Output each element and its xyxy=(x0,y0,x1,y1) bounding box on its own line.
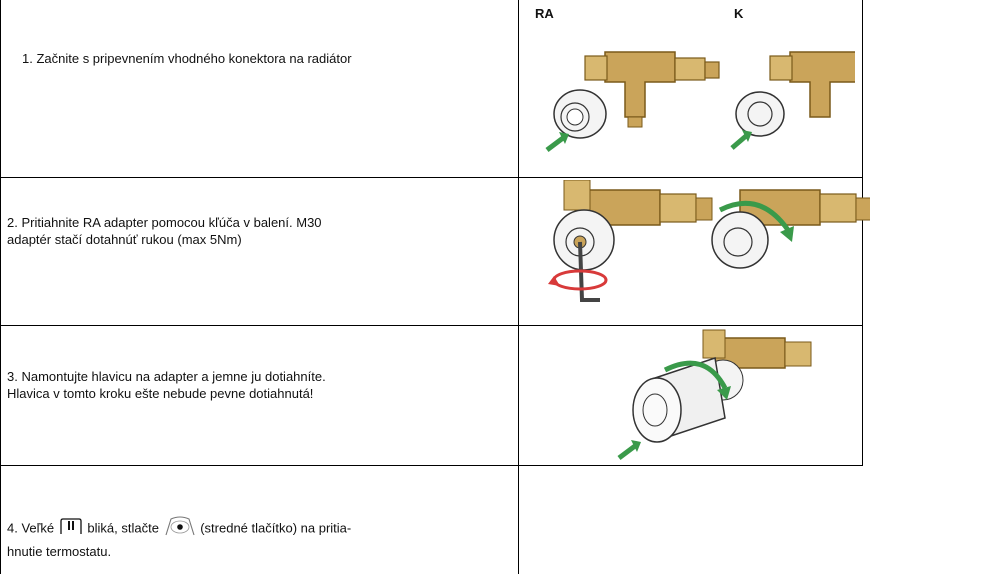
center-button-icon xyxy=(163,516,197,542)
column-divider xyxy=(518,0,519,574)
step-1-text: 1. Začnite s pripevnením vhodného konekt… xyxy=(22,51,352,66)
thermostat-head-icon xyxy=(632,357,726,443)
step-4-part-1: 4. Veľké xyxy=(7,520,55,536)
step-4-text: 4. Veľké bliká, stlačte (stredné tlačítk… xyxy=(7,516,351,562)
hex-key-icon xyxy=(578,241,600,302)
valve-symbol-icon xyxy=(58,517,84,541)
step-2-line-2: adaptér stačí dotahnúť rukou (max 5Nm) xyxy=(7,232,242,247)
step-3-line-1: 3. Namontujte hlavicu na adapter a jemne… xyxy=(7,369,326,384)
row-divider xyxy=(0,177,862,178)
radiator-valve-ra-icon xyxy=(584,51,720,128)
step-3-text: 3. Namontujte hlavicu na adapter a jemne… xyxy=(7,368,326,402)
step-4-part-3: (stredné tlačítko) na pritia- xyxy=(200,520,352,536)
table-border-left xyxy=(0,0,1,574)
radiator-valve-k-icon xyxy=(730,51,855,150)
column-label-k: K xyxy=(734,6,744,21)
step-4-line-1: 4. Veľké bliká, stlačte (stredné tlačítk… xyxy=(7,516,351,542)
tighten-adapter-illustration xyxy=(548,180,870,302)
mount-head-illustration xyxy=(617,329,812,460)
step-2-text: 2. Pritiahnite RA adapter pomocou kľúča … xyxy=(7,214,322,248)
row-divider xyxy=(0,325,862,326)
connector-illustration xyxy=(545,51,855,152)
step-3-line-2: Hlavica v tomto kroku ešte nebude pevne … xyxy=(7,386,314,401)
table-border-right xyxy=(862,0,863,466)
radiator-valve-ra-icon xyxy=(553,180,713,271)
rotate-arrow-icon xyxy=(617,360,731,460)
row-divider xyxy=(0,465,862,466)
step-4-part-2: bliká, stlačte xyxy=(87,520,159,536)
step-2-line-1: 2. Pritiahnite RA adapter pomocou kľúča … xyxy=(7,215,322,230)
green-arrow-icon xyxy=(545,132,569,152)
adapter-ring-icon xyxy=(553,89,607,139)
step-4-line-2: hnutie termostatu. xyxy=(7,544,112,559)
rotate-arrow-icon xyxy=(548,269,608,291)
column-label-ra: RA xyxy=(535,6,554,21)
